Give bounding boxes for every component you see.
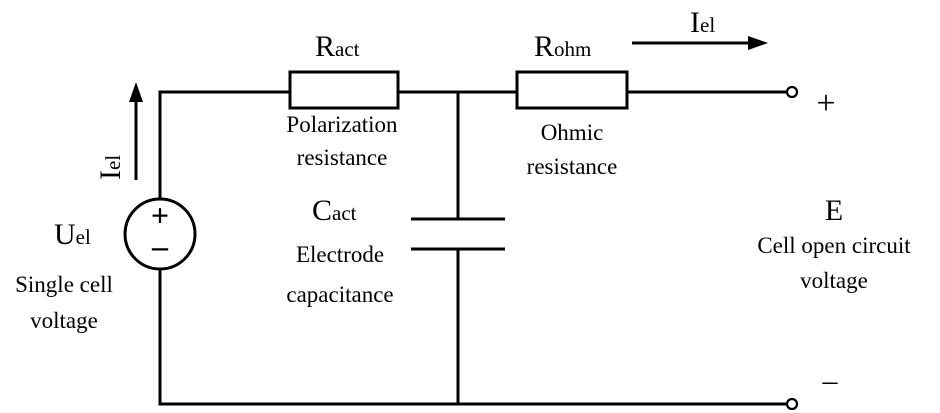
current-arrow-left-head xyxy=(129,82,143,102)
terminal-positive xyxy=(785,85,799,99)
label-i-top: Iel xyxy=(690,6,715,39)
label-r-act: Ract xyxy=(315,30,360,63)
resistor-r-act xyxy=(288,70,400,110)
current-arrow-top-head xyxy=(748,36,768,50)
caption-single-cell-2: voltage xyxy=(30,308,98,333)
caption-polarization-2: resistance xyxy=(297,145,388,170)
label-c-act: Cact xyxy=(312,194,357,227)
caption-electrode-2: capacitance xyxy=(286,282,393,307)
label-i-left: Iel xyxy=(94,155,127,180)
caption-cell-open-2: voltage xyxy=(800,268,868,293)
terminal-minus-label: – xyxy=(822,364,839,397)
label-r-ohm: Rohm xyxy=(534,30,591,63)
caption-ohmic-2: resistance xyxy=(527,154,618,179)
source-minus-sign: – xyxy=(151,228,169,264)
terminal-plus-label: + xyxy=(816,85,835,122)
resistor-r-ohm xyxy=(515,70,629,110)
terminal-negative xyxy=(785,397,799,411)
label-e: E xyxy=(825,194,843,227)
caption-ohmic-1: Ohmic xyxy=(541,120,604,145)
label-u: Uel xyxy=(54,218,91,251)
caption-single-cell-1: Single cell xyxy=(15,272,113,297)
caption-electrode-1: Electrode xyxy=(296,242,384,267)
source-plus-sign: + xyxy=(151,197,169,233)
voltage-source xyxy=(123,197,197,271)
caption-cell-open-1: Cell open circuit xyxy=(757,233,911,258)
caption-polarization-1: Polarization xyxy=(286,112,398,137)
